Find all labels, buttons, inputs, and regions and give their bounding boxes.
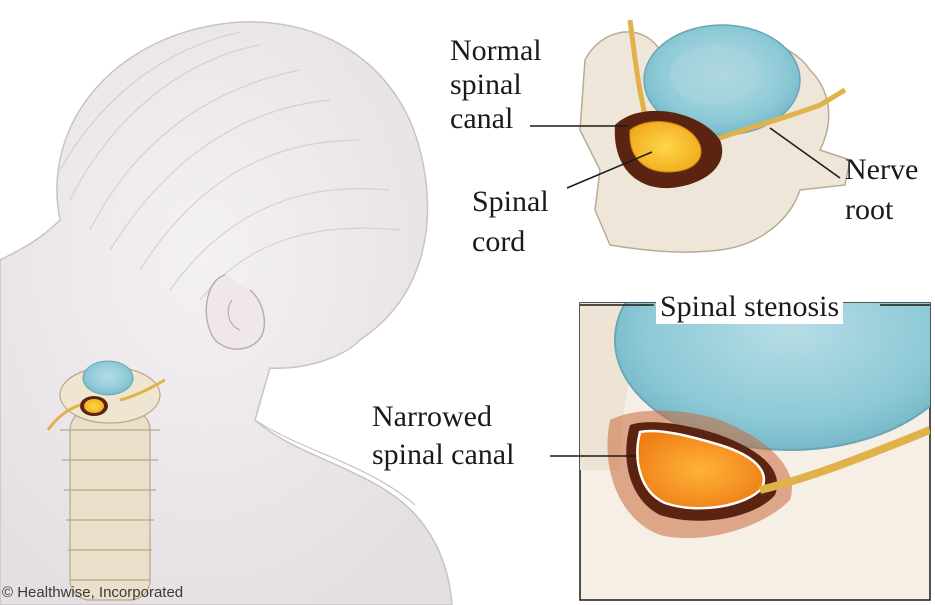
normal-vertebra xyxy=(580,20,850,252)
narrowed-spinal-canal-label: Narrowed spinal canal xyxy=(372,398,514,474)
stenosis-box xyxy=(580,230,935,600)
spinal-stenosis-title: Spinal stenosis xyxy=(656,290,843,324)
spinal-cord-label: Spinal cord xyxy=(472,182,549,262)
copyright-credit: © Healthwise, Incorporated xyxy=(2,584,183,601)
nerve-root-label: Nerve root xyxy=(845,150,918,230)
normal-spinal-canal-label: Normal spinal canal xyxy=(450,34,542,136)
child-figure xyxy=(0,22,452,605)
